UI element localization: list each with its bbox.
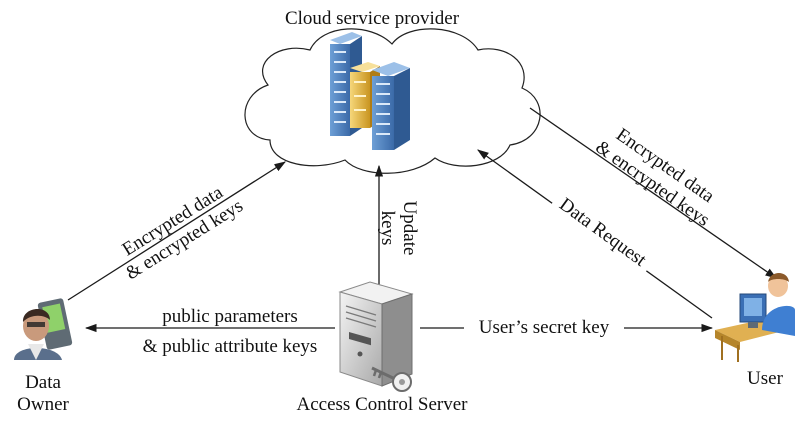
server-rack-icon xyxy=(330,32,410,150)
arrow-owner-to-cloud xyxy=(67,161,286,301)
data-request-label: Data Request xyxy=(555,194,650,271)
server-to-owner-label-line1: public parameters xyxy=(162,306,298,327)
update-keys-label-line2: keys xyxy=(377,211,398,246)
update-keys-label-line1: Update xyxy=(399,201,420,256)
access-server-icon xyxy=(338,281,414,387)
key-icon xyxy=(371,366,412,392)
data-owner-label-line2: Owner xyxy=(17,394,69,415)
data-owner-label-line1: Data xyxy=(25,372,61,393)
server-to-owner-label-line2: & public attribute keys xyxy=(143,336,318,357)
arrow-cloud-to-user xyxy=(529,107,777,279)
cloud-title: Cloud service provider xyxy=(285,8,460,29)
access-server-label: Access Control Server xyxy=(297,394,469,415)
person-phone-icon xyxy=(14,298,73,360)
user-label: User xyxy=(747,368,784,389)
user-at-desk-icon xyxy=(715,273,795,362)
server-to-user-label: User’s secret key xyxy=(479,317,610,338)
